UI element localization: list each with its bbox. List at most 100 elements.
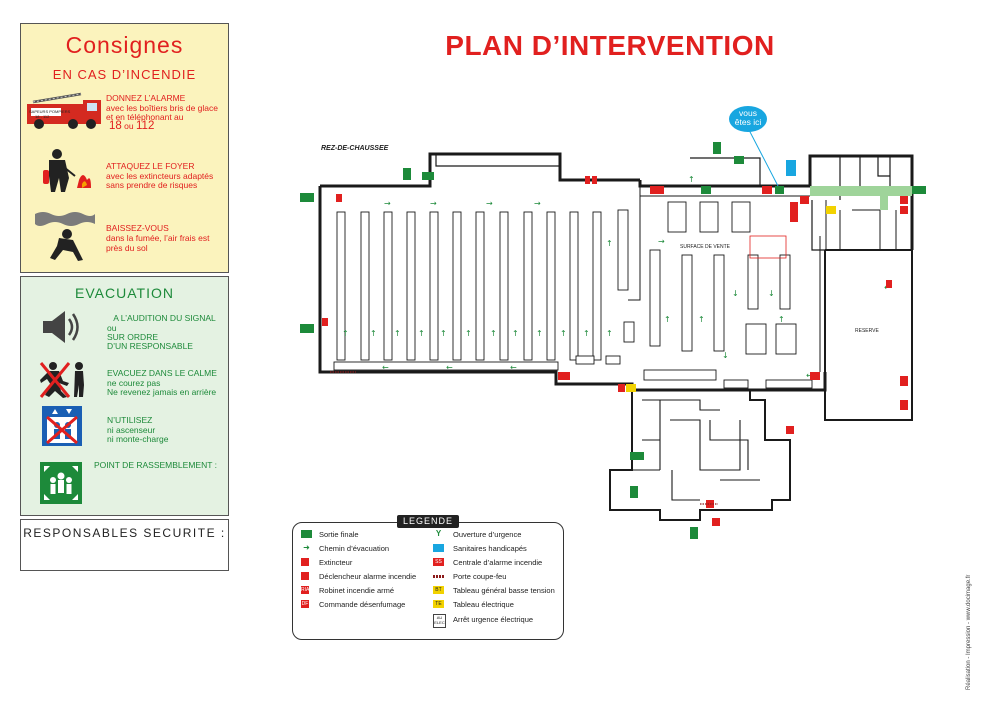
- phone-or: ou: [124, 121, 134, 131]
- speaker-icon: [43, 311, 79, 343]
- legend-item: Porte coupe-feu: [453, 572, 507, 581]
- electrical-board-icon: TE: [433, 600, 444, 608]
- consignes-title: Consignes: [65, 32, 184, 58]
- svg-text:↑: ↑: [688, 175, 695, 184]
- alarme-heading: DONNEZ L’ALARME: [106, 93, 186, 103]
- you-are-here-marker: vous êtes ici: [729, 106, 767, 132]
- alarm-panel-icon: SS: [433, 558, 444, 566]
- svg-text:↑: ↑: [664, 315, 671, 324]
- reserve-label: RESERVE: [855, 328, 879, 334]
- svg-text:↑: ↑: [490, 329, 497, 338]
- calme-heading: EVACUEZ DANS LE CALME: [107, 368, 217, 378]
- svg-text:→: →: [486, 199, 493, 208]
- legend-box: LEGENDE Sortie finale ➜ Chemin d’évacuat…: [292, 515, 564, 640]
- floor-plan: →→→→ ↑↑↑↑ ↑↑↑↑ ↑↑↑↑ ←←←↑ ↑↑↓↓ →↑↑← ←↓: [300, 130, 926, 539]
- ascenseur-line-1: ni ascenseur: [107, 425, 156, 435]
- svg-text:↑: ↑: [512, 329, 519, 338]
- legend-item: Sortie finale: [319, 530, 359, 539]
- foyer-heading: ATTAQUEZ LE FOYER: [106, 161, 195, 171]
- svg-text:→: →: [534, 199, 541, 208]
- fire-door-icon: [433, 575, 444, 578]
- baissez-heading: BAISSEZ-VOUS: [106, 223, 169, 233]
- consignes-subtitle: EN CAS D’INCENDIE: [52, 67, 197, 82]
- svg-text:←: ←: [510, 363, 517, 372]
- extinguisher-person-icon: [43, 149, 91, 192]
- svg-text:↑: ↑: [560, 329, 567, 338]
- signal-line-3: SUR ORDRE: [107, 332, 159, 342]
- truck-label-1: SAPEURS POMPIERS: [29, 109, 71, 114]
- accessible-toilets-icon: [433, 544, 444, 552]
- responsables-panel: RESPONSABLES SECURITE :: [20, 519, 229, 571]
- alarme-line-1: avec les boîtiers bris de glace: [106, 103, 218, 113]
- assembly-point-icon: [40, 462, 82, 504]
- svg-text:↑: ↑: [394, 329, 401, 338]
- no-running-icon: [39, 362, 84, 398]
- calme-line-2: Ne revenez jamais en arrière: [107, 387, 217, 397]
- svg-text:↑: ↑: [606, 329, 613, 338]
- legend-title: LEGENDE: [397, 515, 459, 528]
- signal-line-1: A L’AUDITION DU SIGNAL: [113, 313, 216, 323]
- svg-text:↑: ↑: [440, 329, 447, 338]
- svg-text:←: ←: [446, 363, 453, 372]
- phone-number-112: 112: [136, 120, 155, 132]
- svg-text:→: →: [430, 199, 437, 208]
- svg-text:↓: ↓: [768, 289, 775, 298]
- rassemblement-label: POINT DE RASSEMBLEMENT :: [94, 460, 217, 470]
- svg-text:↓: ↓: [722, 351, 729, 360]
- fire-truck-icon: [27, 92, 101, 129]
- no-elevator-icon: [42, 406, 82, 446]
- foyer-line-1: avec les extincteurs adaptés: [106, 171, 214, 181]
- svg-text:←: ←: [806, 371, 813, 380]
- ascenseur-heading: N’UTILISEZ: [107, 415, 153, 425]
- emergency-opening-icon: Y: [435, 529, 442, 538]
- legend-item: Extincteur: [319, 558, 353, 567]
- signal-line-4: D’UN RESPONSABLE: [107, 341, 193, 351]
- ascenseur-line-2: ni monte-charge: [107, 434, 169, 444]
- legend-item: Déclencheur alarme incendie: [319, 572, 417, 581]
- legend-item: Ouverture d’urgence: [453, 530, 522, 539]
- smoke-control-icon: DF: [301, 600, 309, 608]
- legend-item: Tableau électrique: [453, 600, 514, 609]
- final-exit-icon: [301, 530, 312, 538]
- legend-item: Sanitaires handicapés: [453, 544, 527, 553]
- phone-number-18: 18: [109, 120, 122, 132]
- crawling-person-icon: [35, 212, 95, 261]
- evacuation-panel: EVACUATION A L’AUDITION DU SIGNAL ou SUR…: [20, 276, 229, 516]
- legend-item: Commande désenfumage: [319, 600, 406, 609]
- legend-item: Chemin d’évacuation: [319, 544, 390, 553]
- truck-label-2: 18 - 112: [35, 114, 50, 119]
- arrow-right-icon: ➜: [303, 543, 310, 552]
- page-title: PLAN D’INTERVENTION: [445, 30, 775, 61]
- svg-text:↑: ↑: [418, 329, 425, 338]
- baissez-line-2: près du sol: [106, 243, 148, 253]
- svg-text:→: →: [658, 237, 665, 246]
- svg-text:↑: ↑: [583, 329, 590, 338]
- responsables-title: RESPONSABLES SECURITE :: [23, 526, 226, 540]
- calme-line-1: ne courez pas: [107, 378, 161, 388]
- here-line-1: vous: [739, 108, 757, 118]
- electrical-emergency-stop-icon: AU ELEC: [433, 614, 446, 628]
- legend-item: Tableau général basse tension: [453, 586, 555, 595]
- fire-alarm-icon: [301, 572, 309, 580]
- here-line-2: êtes ici: [734, 117, 762, 127]
- main-lv-board-icon: BT: [433, 586, 444, 594]
- svg-text:→: →: [384, 199, 391, 208]
- svg-text:↑: ↑: [698, 315, 705, 324]
- legend-item: Robinet incendie armé: [319, 586, 395, 595]
- svg-text:↑: ↑: [606, 239, 613, 248]
- foyer-line-2: sans prendre de risques: [106, 180, 198, 190]
- credit-text: Réalisation - Impression - www.docimage.…: [966, 574, 972, 690]
- svg-text:↓: ↓: [732, 289, 739, 298]
- fire-hose-icon: RIA: [301, 586, 310, 594]
- svg-text:↑: ↑: [778, 315, 785, 324]
- signal-line-2: ou: [107, 323, 117, 333]
- alarme-line-2: et en téléphonant au: [106, 112, 184, 122]
- floor-label: REZ-DE-CHAUSSEE: [321, 145, 389, 152]
- extinguisher-icon: [301, 558, 309, 566]
- baissez-line-1: dans la fumée, l’air frais est: [106, 233, 210, 243]
- svg-text:↑: ↑: [342, 329, 349, 338]
- sales-area-label: SURFACE DE VENTE: [680, 244, 731, 250]
- consignes-panel: Consignes EN CAS D’INCENDIE SAPEURS POMP…: [20, 23, 229, 273]
- legend-item: Centrale d’alarme incendie: [453, 558, 543, 567]
- legend-item: Arrêt urgence électrique: [453, 615, 534, 624]
